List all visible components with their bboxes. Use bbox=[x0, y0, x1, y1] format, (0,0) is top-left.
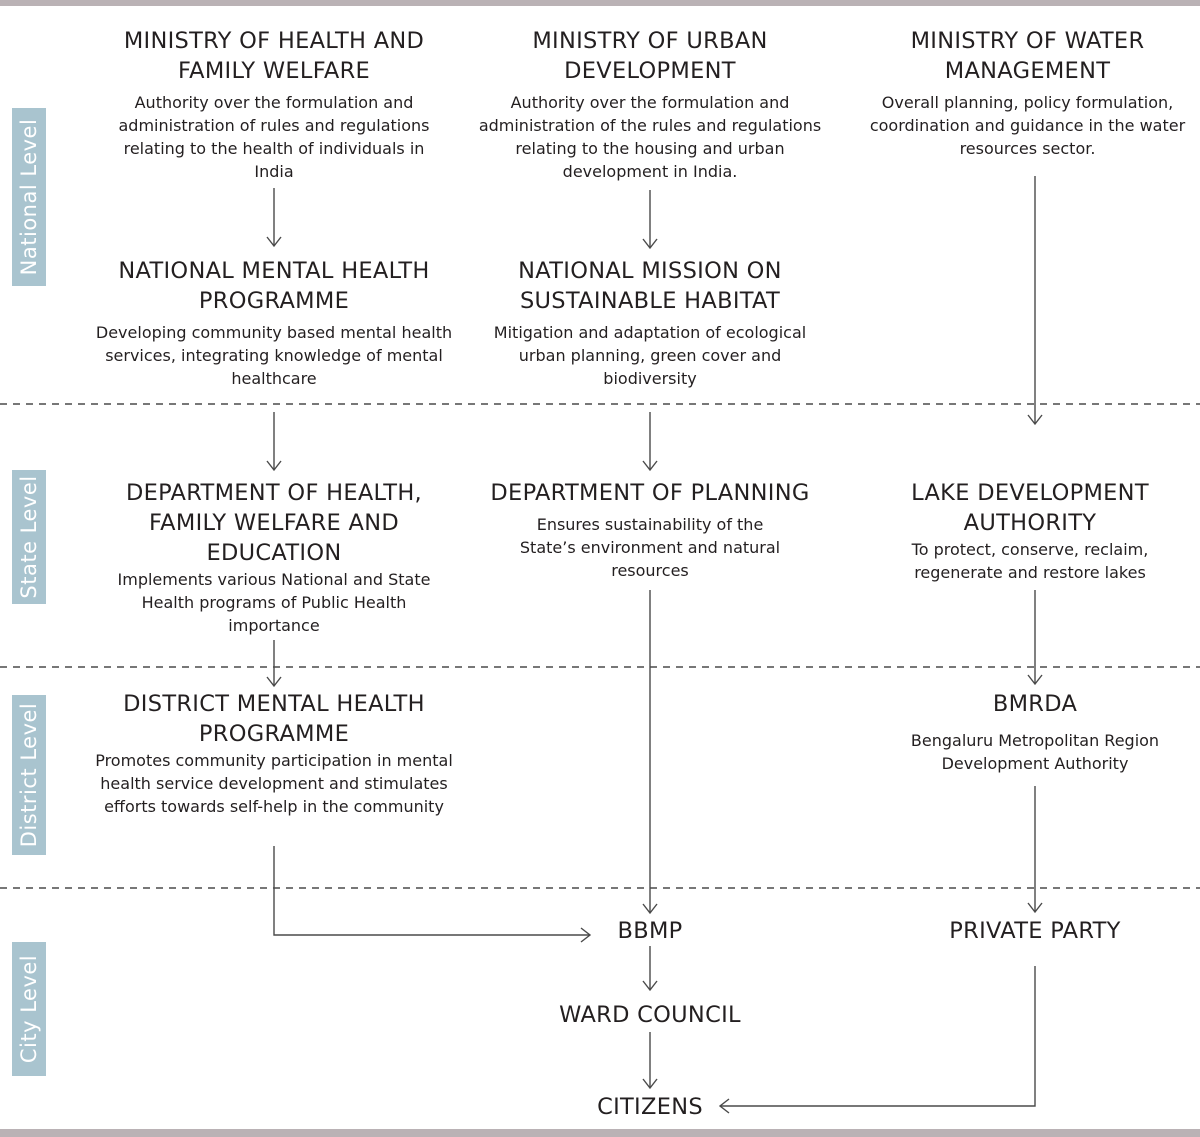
nmsh-desc: Mitigation and adaptation of ecological … bbox=[493, 323, 807, 388]
ministry-health-family-welfare: MINISTRY OF HEALTH AND FAMILY WELFARE Au… bbox=[95, 26, 453, 183]
district-mental-health-programme: DISTRICT MENTAL HEALTH PROGRAMME Promote… bbox=[95, 689, 453, 818]
lda-desc: To protect, conserve, reclaim, regenerat… bbox=[911, 540, 1149, 582]
ministry-health-desc: Authority over the formulation and admin… bbox=[118, 93, 430, 181]
national-level-bar: National Level bbox=[12, 108, 46, 286]
department-health-welfare-education: DEPARTMENT OF HEALTH, FAMILY WELFARE AND… bbox=[95, 478, 453, 637]
national-mission-sustainable-habitat: NATIONAL MISSION ON SUSTAINABLE HABITAT … bbox=[470, 256, 830, 390]
bbmp-node: BBMP bbox=[617, 918, 683, 944]
ministry-water-desc: Overall planning, policy formulation, co… bbox=[869, 93, 1186, 158]
city-level-bar: City Level bbox=[12, 942, 46, 1076]
bmrda: BMRDA Bengaluru Metropolitan Region Deve… bbox=[880, 689, 1190, 775]
arrow-dmhp-to-bbmp bbox=[273, 846, 592, 943]
district-level-bar: District Level bbox=[12, 695, 46, 855]
dept-health-title: DEPARTMENT OF HEALTH, FAMILY WELFARE AND… bbox=[125, 480, 423, 566]
dept-planning-title: DEPARTMENT OF PLANNING bbox=[490, 480, 810, 506]
top-border bbox=[0, 0, 1200, 6]
nmsh-title: NATIONAL MISSION ON SUSTAINABLE HABITAT bbox=[518, 258, 782, 314]
dept-planning-desc: Ensures sustainability of the State’s en… bbox=[519, 515, 781, 580]
ministry-urban-development: MINISTRY OF URBAN DEVELOPMENT Authority … bbox=[470, 26, 830, 183]
ministry-urban-desc: Authority over the formulation and admin… bbox=[478, 93, 822, 181]
ministry-water-title: MINISTRY OF WATER MANAGEMENT bbox=[910, 28, 1145, 84]
dmhp-title: DISTRICT MENTAL HEALTH PROGRAMME bbox=[123, 691, 425, 747]
bottom-border bbox=[0, 1129, 1200, 1137]
nmhp-desc: Developing community based mental health… bbox=[95, 323, 453, 388]
state-level-bar: State Level bbox=[12, 470, 46, 604]
private-party-node: PRIVATE PARTY bbox=[949, 918, 1121, 944]
ministry-water-management: MINISTRY OF WATER MANAGEMENT Overall pla… bbox=[855, 26, 1200, 160]
citizens-node: CITIZENS bbox=[597, 1094, 703, 1120]
bmrda-desc: Bengaluru Metropolitan Region Developmen… bbox=[910, 731, 1160, 773]
ministry-health-title: MINISTRY OF HEALTH AND FAMILY WELFARE bbox=[123, 28, 425, 84]
nmhp-title: NATIONAL MENTAL HEALTH PROGRAMME bbox=[118, 258, 430, 314]
bmrda-title: BMRDA bbox=[992, 691, 1078, 717]
arrow-private-party-to-citizens bbox=[718, 966, 1036, 1114]
national-mental-health-programme: NATIONAL MENTAL HEALTH PROGRAMME Develop… bbox=[95, 256, 453, 390]
lake-development-authority: LAKE DEVELOPMENT AUTHORITY To protect, c… bbox=[880, 478, 1180, 584]
dmhp-desc: Promotes community participation in ment… bbox=[95, 751, 453, 816]
dept-health-desc: Implements various National and State He… bbox=[117, 570, 431, 635]
ward-council-node: WARD COUNCIL bbox=[559, 1002, 741, 1028]
department-of-planning: DEPARTMENT OF PLANNING Ensures sustainab… bbox=[460, 478, 840, 582]
ministry-urban-title: MINISTRY OF URBAN DEVELOPMENT bbox=[532, 28, 768, 84]
lda-title: LAKE DEVELOPMENT AUTHORITY bbox=[911, 480, 1149, 536]
